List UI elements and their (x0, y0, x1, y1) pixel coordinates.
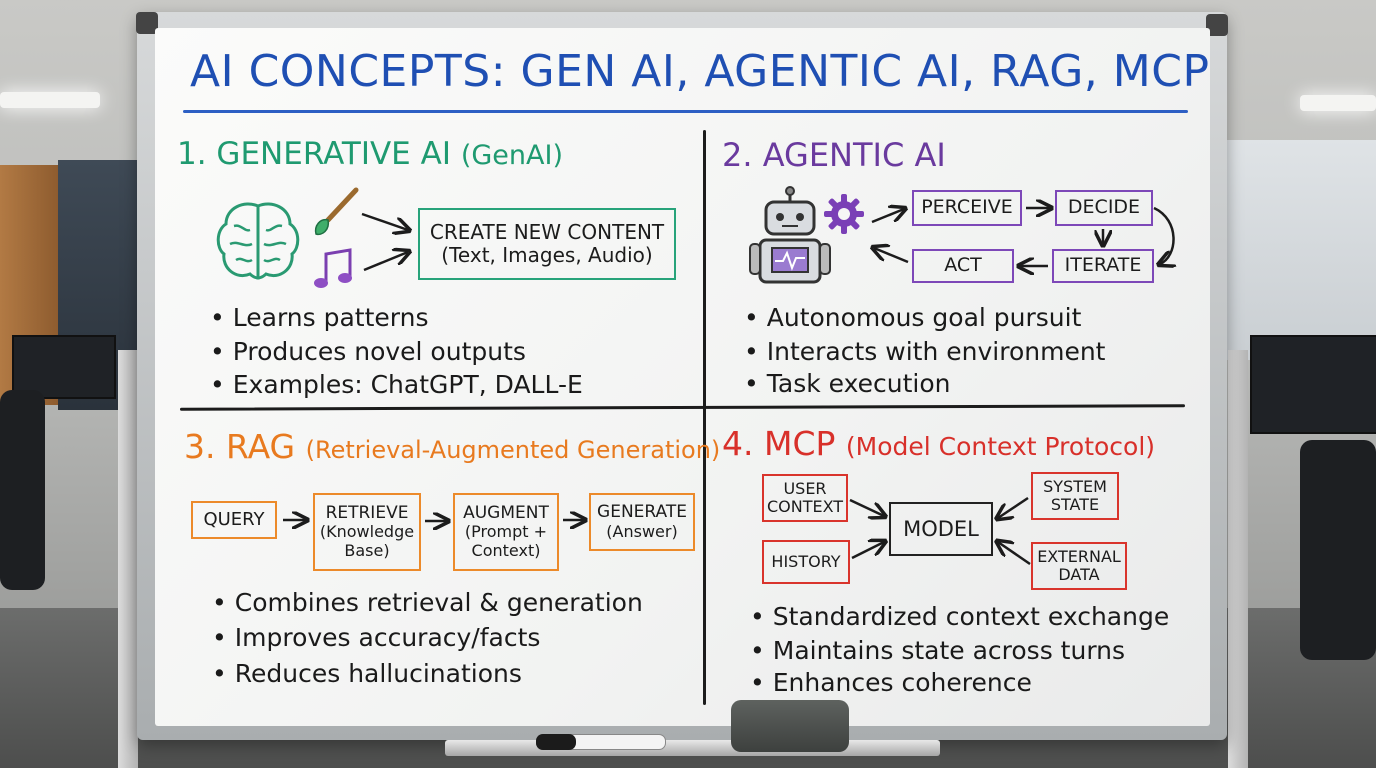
music-note-icon (314, 248, 352, 288)
agentic-step-decide-label: DECIDE (1067, 196, 1141, 219)
mcp-history-line1: HISTORY (771, 551, 841, 571)
rag-step-augment: AUGMENT (Prompt + Context) (453, 493, 559, 571)
board-title: AI CONCEPTS: GEN AI, AGENTIC AI, RAG, MC… (190, 46, 1210, 97)
genai-bullet-1: Learns patterns (210, 303, 429, 332)
office-chair-right (1300, 440, 1376, 660)
genai-box-line2: (Text, Images, Audio) (441, 243, 653, 267)
mcp-bullet-1: Standardized context exchange (750, 602, 1169, 631)
stand-leg-right (1228, 350, 1248, 768)
title-underline (183, 110, 1188, 113)
genai-heading: 1. GENERATIVE AI (GenAI) (177, 136, 563, 172)
mcp-user-context-line1: USER (783, 478, 827, 498)
rag-step-augment-line2: (Prompt + (464, 522, 548, 542)
mcp-input-external-data: EXTERNAL DATA (1031, 542, 1127, 590)
ceiling-light-right (1300, 95, 1376, 111)
genai-heading-paren: (GenAI) (460, 140, 563, 171)
mcp-model-label: MODEL (903, 516, 979, 541)
marker-tray (445, 740, 940, 756)
agentic-bullet-1: Autonomous goal pursuit (744, 303, 1082, 332)
agentic-step-iterate: ITERATE (1052, 249, 1154, 283)
genai-heading-text: 1. GENERATIVE AI (177, 136, 451, 172)
mcp-input-user-context: USER CONTEXT (762, 474, 848, 522)
agentic-step-perceive: PERCEIVE (912, 190, 1022, 226)
rag-bullet-2: Improves accuracy/facts (212, 623, 541, 652)
rag-step-generate-line2: (Answer) (606, 521, 678, 541)
agentic-step-iterate-label: ITERATE (1064, 254, 1142, 277)
genai-bullet-3: Examples: ChatGPT, DALL-E (210, 370, 583, 399)
stand-leg-left (118, 350, 138, 768)
genai-create-content-box: CREATE NEW CONTENT (Text, Images, Audio) (418, 208, 676, 280)
rag-step-query: QUERY (191, 501, 277, 539)
rag-step-retrieve-line2: (Knowledge (319, 522, 415, 542)
office-monitor-left (12, 335, 116, 399)
marker-cap (536, 734, 576, 750)
mcp-bullet-2: Maintains state across turns (750, 636, 1125, 665)
whiteboard-eraser[interactable] (731, 700, 849, 752)
genai-box-line1: CREATE NEW CONTENT (429, 220, 665, 244)
mcp-heading-paren: (Model Context Protocol) (845, 432, 1156, 461)
rag-step-generate-line1: GENERATE (597, 502, 687, 523)
office-wall (1216, 140, 1376, 360)
mcp-input-history: HISTORY (762, 540, 850, 584)
rag-bullet-3: Reduces hallucinations (212, 659, 522, 688)
rag-step-generate: GENERATE (Answer) (589, 493, 695, 551)
mcp-heading: 4. MCP (Model Context Protocol) (722, 424, 1155, 463)
office-chair-left (0, 390, 45, 590)
ceiling-light-left (0, 92, 100, 108)
rag-heading-text: 3. RAG (184, 427, 296, 466)
mcp-user-context-line2: CONTEXT (766, 497, 844, 516)
rag-step-query-line1: QUERY (203, 508, 265, 530)
rag-step-retrieve: RETRIEVE (Knowledge Base) (313, 493, 421, 571)
quadrant-divider-vertical (703, 130, 706, 705)
rag-bullet-1: Combines retrieval & generation (212, 588, 643, 617)
mcp-system-state-line2: STATE (1050, 495, 1100, 514)
agentic-step-decide: DECIDE (1055, 190, 1153, 226)
frame-corner-top-left (136, 12, 158, 34)
rag-heading: 3. RAG (Retrieval-Augmented Generation) (184, 427, 720, 466)
agentic-step-perceive-label: PERCEIVE (921, 196, 1013, 219)
robot-icon (749, 186, 831, 284)
agentic-bullet-2: Interacts with environment (744, 337, 1106, 366)
paintbrush-icon (314, 187, 359, 236)
agentic-bullet-3: Task execution (744, 369, 951, 398)
brain-icon (216, 202, 300, 280)
mcp-heading-text: 4. MCP (722, 424, 836, 463)
genai-bullet-2: Produces novel outputs (210, 337, 526, 366)
gear-icon (824, 194, 864, 234)
mcp-model-box: MODEL (889, 502, 993, 556)
rag-step-retrieve-line3: Base) (344, 540, 390, 560)
agentic-step-act-label: ACT (944, 254, 982, 277)
mcp-input-system-state: SYSTEM STATE (1031, 472, 1119, 520)
office-monitor-right (1250, 335, 1376, 434)
mcp-bullet-3: Enhances coherence (750, 668, 1032, 697)
mcp-system-state-line1: SYSTEM (1043, 476, 1107, 496)
agentic-heading: 2. AGENTIC AI (722, 136, 946, 174)
frame-corner-top-right (1206, 14, 1228, 36)
mcp-external-data-line2: DATA (1058, 565, 1100, 584)
rag-step-augment-line3: Context) (471, 540, 541, 560)
agentic-step-act: ACT (912, 249, 1014, 283)
rag-step-retrieve-line1: RETRIEVE (325, 502, 409, 523)
rag-heading-paren: (Retrieval-Augmented Generation) (305, 436, 721, 464)
mcp-external-data-line1: EXTERNAL (1037, 546, 1121, 566)
rag-step-augment-line1: AUGMENT (463, 502, 549, 523)
